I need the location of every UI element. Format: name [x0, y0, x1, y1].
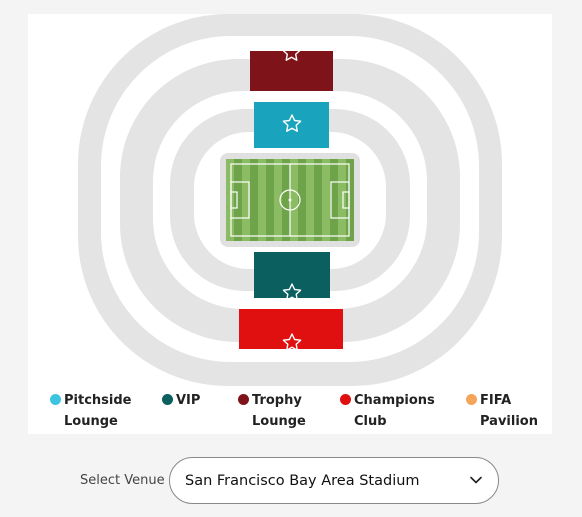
venue-select-value: San Francisco Bay Area Stadium — [185, 473, 420, 489]
legend-label: Pavilion — [480, 414, 538, 429]
venue-select-label: Select Venue — [80, 473, 165, 488]
legend-dot — [466, 394, 477, 405]
star-icon — [282, 333, 302, 351]
star-icon — [282, 114, 302, 132]
section-trophy-lounge[interactable] — [250, 43, 333, 91]
legend-item-champions-club: Champions Club — [340, 390, 435, 432]
stadium-map-panel: Pitchside Lounge VIP Trophy Lounge Champ… — [28, 14, 552, 434]
legend-label: Lounge — [64, 414, 118, 429]
star-icon — [282, 283, 302, 301]
legend-label: VIP — [176, 393, 201, 408]
legend-item-pitchside-lounge: Pitchside Lounge — [50, 390, 131, 432]
section-pitchside-lounge[interactable] — [254, 102, 329, 148]
legend-item-trophy-lounge: Trophy Lounge — [238, 390, 306, 432]
legend-label: FIFA — [480, 393, 512, 408]
star-icon — [282, 43, 301, 61]
legend-label: Trophy — [252, 393, 302, 408]
legend-dot — [340, 394, 351, 405]
legend-item-vip: VIP — [162, 390, 200, 411]
legend-dot — [50, 394, 61, 405]
section-vip[interactable] — [254, 252, 330, 301]
chevron-down-icon — [470, 476, 482, 484]
legend-dot — [162, 394, 173, 405]
section-champions-club[interactable] — [239, 309, 343, 351]
legend-label: Club — [354, 414, 387, 429]
football-pitch — [220, 153, 360, 247]
venue-select-dropdown[interactable]: San Francisco Bay Area Stadium — [169, 457, 499, 504]
legend-dot — [238, 394, 249, 405]
legend-label: Champions — [354, 393, 435, 408]
legend-label: Pitchside — [64, 393, 132, 408]
legend-item-fifa-pavilion: FIFA Pavilion — [466, 390, 538, 432]
stadium-seating-map — [78, 14, 502, 386]
venue-select-row: Select Venue San Francisco Bay Area Stad… — [0, 455, 582, 507]
legend-label: Lounge — [252, 414, 306, 429]
